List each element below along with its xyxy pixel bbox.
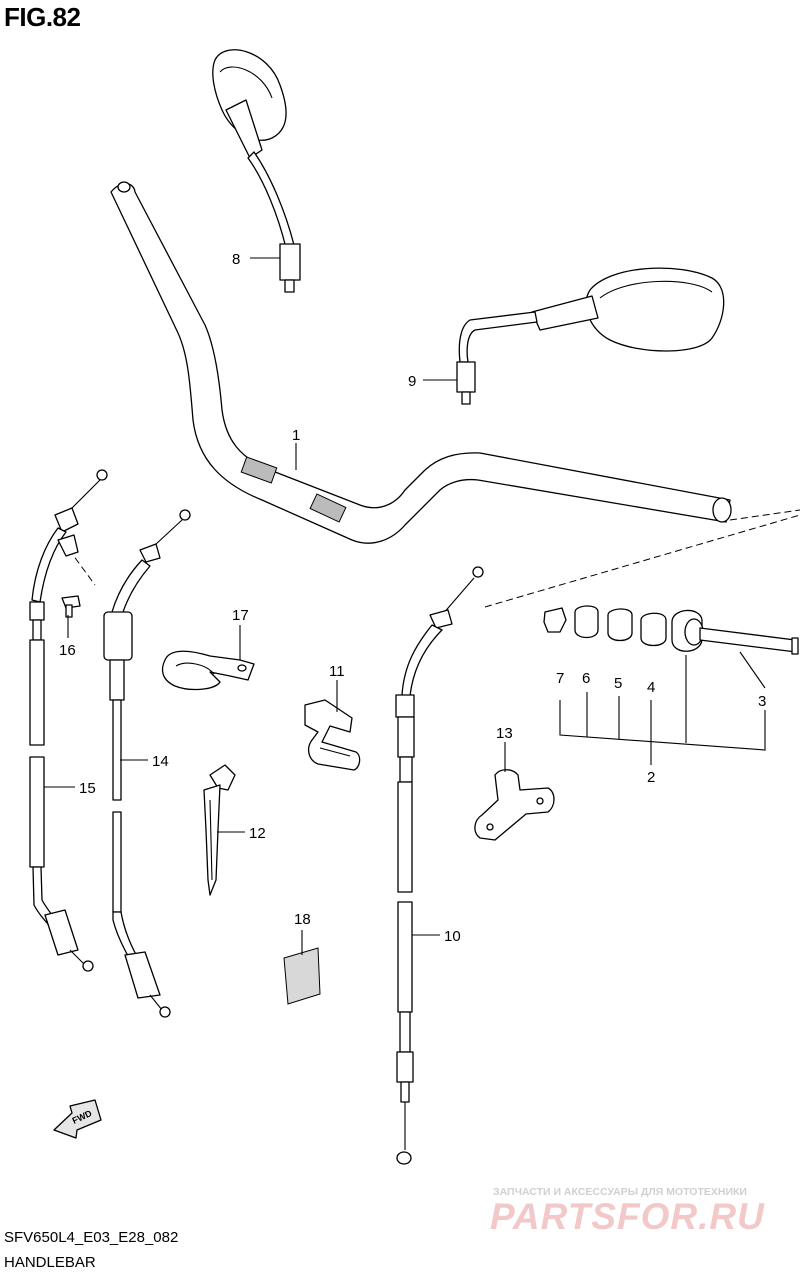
callout-8: 8	[232, 251, 240, 268]
figure-label: FIG.82	[4, 2, 81, 32]
clutch-cable	[395, 566, 484, 1165]
cable-clamp-17	[161, 650, 255, 691]
callout-1: 1	[292, 427, 300, 444]
forward-direction-arrow: FWD	[53, 1099, 102, 1139]
callout-17: 17	[232, 607, 249, 624]
balancer-assembly	[543, 605, 799, 765]
callout-6: 6	[582, 670, 590, 687]
callout-4: 4	[647, 679, 655, 696]
throttle-cable-no2	[103, 509, 191, 1018]
callout-18: 18	[294, 911, 311, 928]
callout-12: 12	[249, 825, 266, 842]
callout-13: 13	[496, 725, 513, 742]
reference-lines	[61, 509, 800, 608]
screw-16	[61, 595, 81, 618]
callout-15: 15	[79, 780, 96, 797]
callout-5: 5	[614, 675, 622, 692]
callout-2: 2	[647, 769, 655, 786]
callout-14: 14	[152, 753, 169, 770]
callout-3: 3	[758, 693, 766, 710]
throttle-cable-no1	[29, 469, 108, 972]
left-mirror	[212, 49, 301, 293]
holder-bracket-13	[474, 769, 555, 841]
bolt-3	[699, 627, 797, 653]
label-sticker-18	[283, 947, 321, 1005]
callout-10: 10	[444, 928, 461, 945]
callout-numbers: 1 2 3 4 5 6 7 8 9 10 11 12 13 14 15 16 1…	[59, 251, 766, 945]
callout-16: 16	[59, 642, 76, 659]
handlebar-tube	[110, 181, 732, 544]
callout-7: 7	[556, 670, 564, 687]
cable-tie-12	[203, 764, 236, 896]
model-code: SFV650L4_E03_E28_082	[4, 1229, 179, 1246]
watermark-tagline: ЗАПЧАСТИ И АКСЕССУАРЫ ДЛЯ МОТОТЕХНИКИ	[493, 1186, 747, 1198]
spacer-5	[607, 608, 633, 642]
right-mirror	[456, 267, 725, 405]
callout-11: 11	[329, 663, 345, 680]
callout-9: 9	[408, 373, 416, 390]
cable-clamp-11	[304, 699, 361, 771]
section-name: HANDLEBAR	[4, 1254, 96, 1271]
nut-7	[543, 607, 567, 633]
cushion-6	[574, 605, 599, 639]
watermark-brand: PARTSFOR.RU	[490, 1196, 765, 1237]
cushion-4	[640, 612, 667, 647]
leader-lines	[44, 257, 506, 955]
